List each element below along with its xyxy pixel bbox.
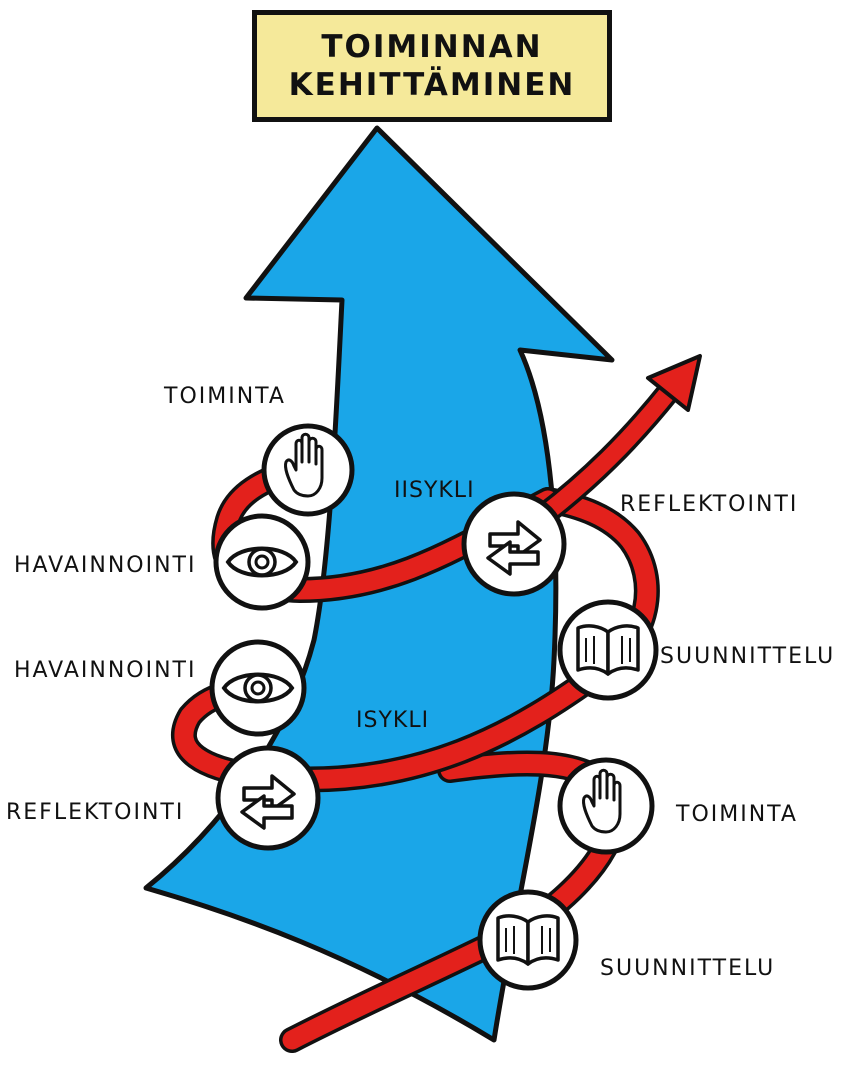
- open-book-icon: [557, 599, 659, 701]
- hand-icon: [557, 757, 655, 855]
- label-toiminta-upper: TOIMINTA: [164, 384, 286, 409]
- eye-icon: [209, 639, 307, 737]
- spiral-arrowhead: [646, 354, 702, 412]
- title-line-1: TOIMINNAN: [321, 29, 543, 65]
- label-suunnittelu-lower: SUUNNITTELU: [600, 956, 776, 981]
- hand-icon: [261, 423, 355, 517]
- spiral-band: [171, 378, 682, 1053]
- cycle-label-first: ISYKLI: [356, 708, 430, 733]
- cycle-label-second: IISYKLI: [394, 478, 475, 503]
- title-line-2: KEHITTÄMINEN: [288, 67, 576, 103]
- open-book-icon: [477, 889, 579, 991]
- label-havainnointi-lower: HAVAINNOINTI: [14, 658, 197, 683]
- label-havainnointi-upper: HAVAINNOINTI: [14, 553, 197, 578]
- title-box: TOIMINNAN KEHITTÄMINEN: [252, 10, 612, 122]
- exchange-arrows-icon: [461, 491, 567, 597]
- label-toiminta-lower: TOIMINTA: [676, 802, 798, 827]
- exchange-arrows-icon: [215, 745, 321, 851]
- label-reflektointi-upper: REFLEKTOINTI: [620, 492, 799, 517]
- label-reflektointi-lower: REFLEKTOINTI: [6, 800, 185, 825]
- eye-icon: [213, 513, 311, 611]
- label-suunnittelu-upper: SUUNNITTELU: [660, 644, 836, 669]
